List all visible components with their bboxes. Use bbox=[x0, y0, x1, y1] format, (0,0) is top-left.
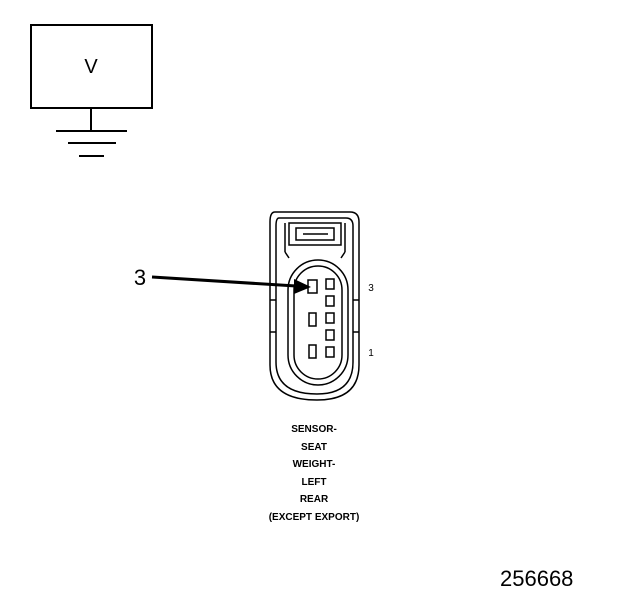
caption-line: REAR bbox=[299, 494, 329, 505]
caption-line: (EXCEPT EXPORT) bbox=[268, 511, 360, 523]
pin-2-cavity bbox=[308, 312, 317, 327]
component-caption: SENSOR- SEAT WEIGHT- LEFT REAR (EXCEPT E… bbox=[214, 421, 414, 526]
connector-inner-housing bbox=[275, 217, 354, 395]
connector-latch bbox=[284, 222, 346, 259]
callout-number: 3 bbox=[134, 265, 146, 290]
callout-arrow-icon bbox=[151, 275, 311, 294]
pin-1-cavity bbox=[308, 344, 317, 359]
voltmeter-label: V bbox=[84, 56, 98, 78]
caption-line: WEIGHT- bbox=[292, 459, 336, 470]
figure-id: 256668 bbox=[500, 566, 574, 591]
voltmeter: V bbox=[30, 24, 153, 109]
caption-line: SENSOR- bbox=[291, 424, 337, 435]
connector-cavity-inner bbox=[293, 265, 343, 380]
connector bbox=[269, 211, 360, 401]
caption-line: LEFT bbox=[301, 476, 327, 488]
caption-line: SEAT bbox=[301, 441, 327, 453]
pin-1-label: 1 bbox=[368, 348, 374, 359]
pin-3-cavity bbox=[307, 279, 318, 294]
connector-cavity bbox=[287, 259, 349, 386]
terminal-slots bbox=[325, 278, 335, 358]
connector-outer-housing bbox=[269, 211, 360, 401]
ground-icon bbox=[56, 108, 127, 157]
pin-3-label: 3 bbox=[368, 283, 374, 294]
